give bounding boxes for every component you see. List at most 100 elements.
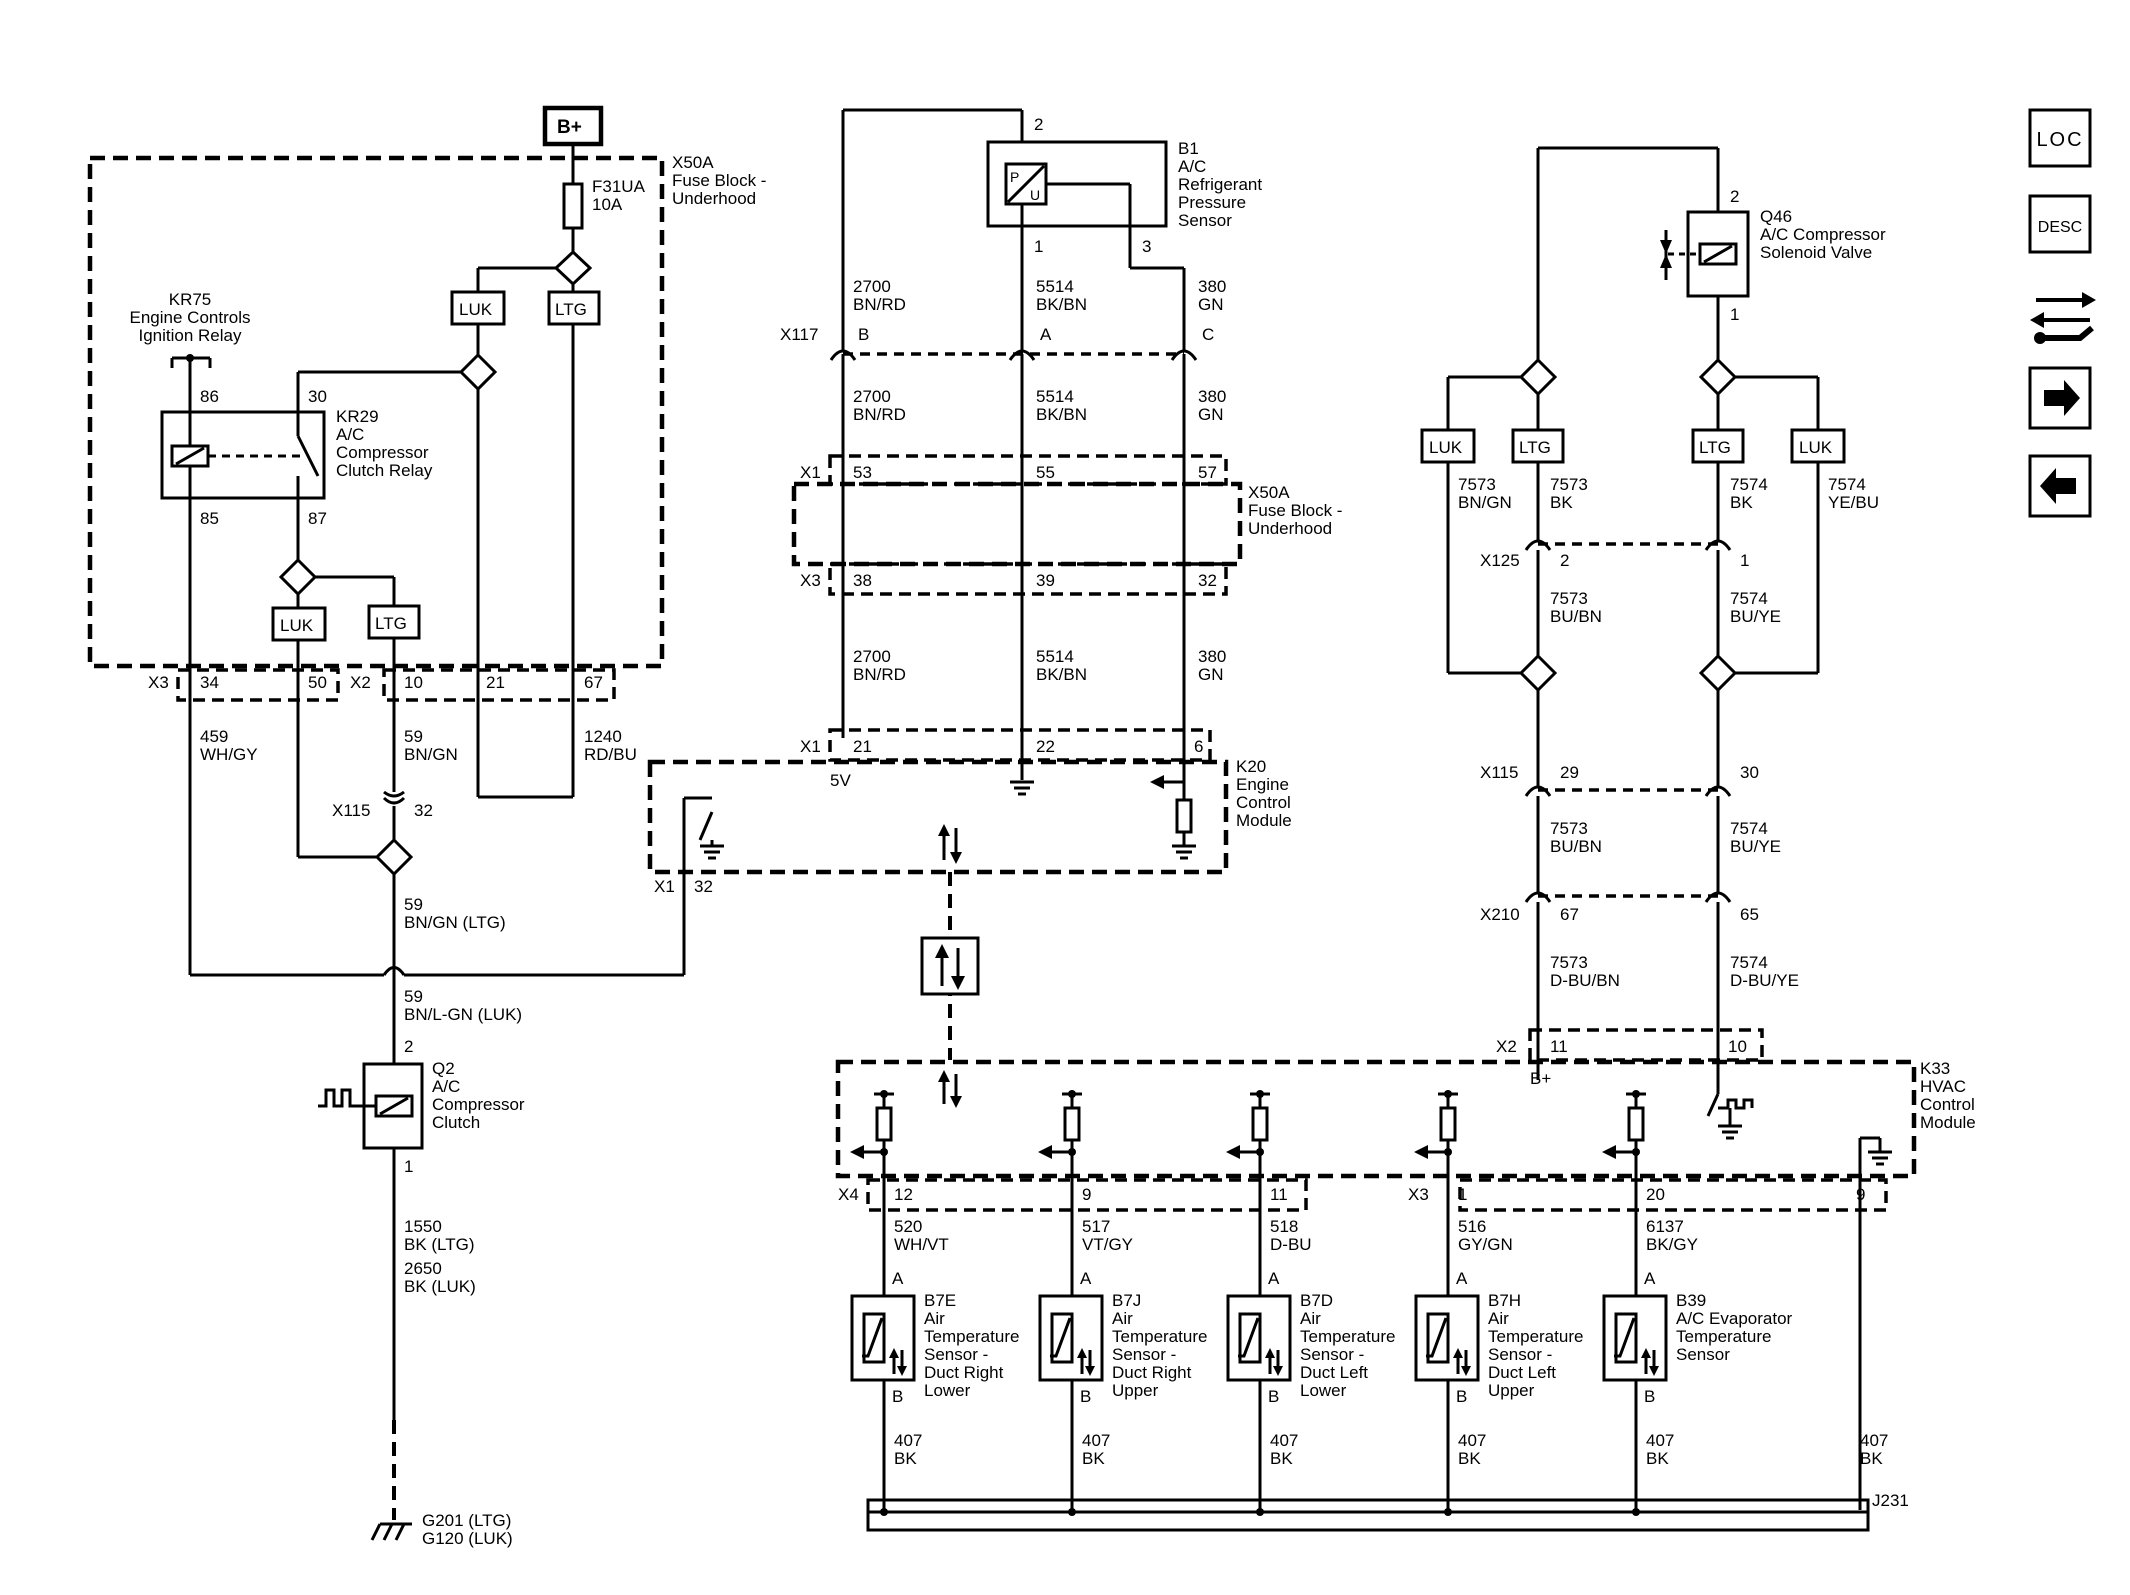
pin-x1-32: 32 [694, 877, 713, 896]
ground-wire-color: BK [1458, 1449, 1481, 1468]
j231-ground-bus [866, 1498, 1870, 1532]
ground-symbol [370, 1522, 412, 1541]
pin-b1-1: 1 [1034, 237, 1043, 256]
k33-ground-9 [1868, 1150, 1892, 1166]
sensor-pin-b: B [892, 1387, 903, 1406]
pin-x1-57: 57 [1198, 463, 1217, 482]
splice-87 [278, 557, 318, 597]
pin-x3-1: 1 [1458, 1185, 1467, 1204]
x50a-fuse-block-mid [791, 481, 1243, 567]
sensor-pin-b: B [1080, 1387, 1091, 1406]
pin-q46-1: 1 [1730, 305, 1739, 324]
battery-positive-label: B+ [557, 117, 582, 138]
sensor-name-line: Temperature [1676, 1327, 1771, 1346]
k33-hvac-control-module [835, 1059, 1917, 1179]
fuse-f31ua [562, 182, 584, 230]
x3-label-x50a: X3 [800, 571, 821, 590]
battery-positive-terminal [542, 105, 604, 147]
x115-inline-left [383, 790, 405, 798]
ground-wire-number: 407 [894, 1431, 922, 1450]
ecm-resistor [1175, 798, 1193, 834]
pin-x210-65: 65 [1740, 905, 1759, 924]
pullup-0 [850, 1090, 894, 1296]
splice-x115 [374, 837, 414, 877]
back-arrow-icon [2040, 468, 2076, 504]
x2-label-left: X2 [350, 673, 371, 692]
pin-x115-29: 29 [1560, 763, 1579, 782]
sensor-pin-a: A [1644, 1269, 1656, 1288]
pin-x4-9: 9 [1082, 1185, 1091, 1204]
sensor-wire-number: 517 [1082, 1217, 1110, 1236]
splice-fuse [553, 249, 593, 287]
sensor-name-line: B7J [1112, 1291, 1141, 1310]
loc-button-label: LOC [2036, 129, 2083, 151]
sensor-name-line: Duct Right [924, 1363, 1004, 1382]
desc-button[interactable]: DESC [2028, 194, 2092, 254]
b-plus-k33: B+ [1530, 1069, 1551, 1088]
swap-wrench-icon[interactable] [2030, 292, 2096, 344]
x2-connector-k33 [1528, 1028, 1764, 1062]
pin-x117-a: A [1040, 325, 1052, 344]
x1-connector-x50a [828, 454, 1228, 486]
pin-x3-20: 20 [1646, 1185, 1665, 1204]
sensor-name-line: B7D [1300, 1291, 1333, 1310]
x3-connector-x50a [828, 562, 1228, 596]
sensor-name-line: B7H [1488, 1291, 1521, 1310]
x50a-fuse-block-boundary [87, 155, 665, 669]
sensor-name-line: Air [1112, 1309, 1133, 1328]
x3-label-left: X3 [148, 673, 169, 692]
sensor-wire-number: 516 [1458, 1217, 1486, 1236]
sensor-pin-a: A [1268, 1269, 1280, 1288]
ground-wire-number: 407 [1082, 1431, 1110, 1450]
transducer-p: P [1010, 169, 1019, 185]
sensor-name-line: B7E [924, 1291, 956, 1310]
luk-tag-mid-text: LUK [280, 616, 314, 635]
k33-pullup-circuits [850, 1090, 1646, 1296]
ecm-ground-6 [1172, 844, 1196, 860]
pin-x1-22: 22 [1036, 737, 1055, 756]
forward-arrow-button[interactable] [2028, 366, 2092, 430]
loc-button[interactable]: LOC [2028, 108, 2092, 168]
pullup-4 [1602, 1090, 1646, 1296]
pin-x2-10b: 10 [1728, 1037, 1747, 1056]
ecm-ground-switch [700, 844, 724, 860]
sensor-pin-a: A [892, 1269, 904, 1288]
k20-engine-control-module [647, 759, 1229, 875]
pin-q46-2: 2 [1730, 187, 1739, 206]
sensor-name-line: Temperature [1488, 1327, 1583, 1346]
ground-wire-number: 407 [1458, 1431, 1486, 1450]
ecm-ground-22 [1010, 780, 1034, 796]
pin-x115-30: 30 [1740, 763, 1759, 782]
ground-label: G201 (LTG)G120 (LUK) [422, 1511, 513, 1548]
pin-b1-3: 3 [1142, 237, 1151, 256]
pin-x1-21: 21 [853, 737, 872, 756]
pin-x1-6: 6 [1194, 737, 1203, 756]
back-arrow-button[interactable] [2028, 454, 2092, 518]
ground-wire-color: BK [1646, 1449, 1669, 1468]
splice-luk [458, 352, 498, 392]
x3-label-k33: X3 [1408, 1185, 1429, 1204]
pullup-1 [1038, 1090, 1082, 1296]
